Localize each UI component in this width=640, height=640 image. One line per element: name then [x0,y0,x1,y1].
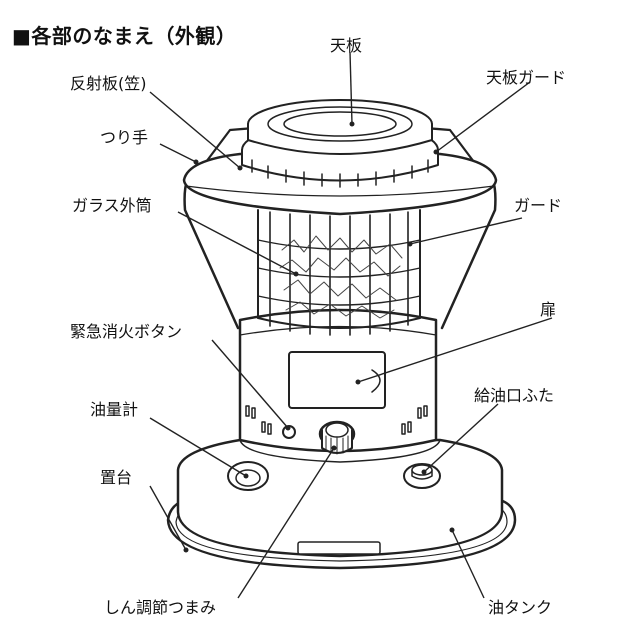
leader-hanshaban [149,91,241,169]
leader-okidai [149,485,187,551]
leader-guard [409,217,523,245]
leader-tenban-guard [435,81,531,153]
guard [257,209,421,336]
label-top-plate: 天板 [330,36,363,55]
label-emergency-button: 緊急消火ボタン [70,322,183,341]
leader-glass [177,211,297,275]
top-plate [247,99,433,155]
vents-left [245,405,272,435]
vents-right [401,405,428,435]
label-wick-knob: しん調節つまみ [104,598,217,617]
oil-tank [176,438,504,558]
leader-kinkyu [211,339,289,429]
glass-chimney [279,235,403,319]
leader-yuryokei [149,417,247,477]
leader-tenban [349,51,353,125]
label-reflector: 反射板(笠) [70,74,147,93]
leader-tank [451,529,485,599]
label-base-plate: 置台 [100,468,133,487]
leader-tsurite [159,143,197,163]
label-top-plate-guard: 天板ガード [486,68,567,87]
label-oil-gauge: 油量計 [90,400,139,419]
label-door: 扉 [540,300,557,319]
leader-tobira [357,317,553,383]
label-guard: ガード [514,196,563,215]
label-fuel-cap: 給油口ふた [474,386,555,405]
label-handle: つり手 [100,128,149,147]
label-glass-chimney: ガラス外筒 [72,196,152,215]
label-oil-tank: 油タンク [488,598,553,617]
page-title: ■各部のなまえ（外観） [12,24,237,48]
leader-kyuyuguchi [423,403,499,473]
tank-plate [297,541,381,555]
door [288,351,386,409]
wick-knob [318,420,356,455]
leader-shinchosetsu [237,447,335,599]
